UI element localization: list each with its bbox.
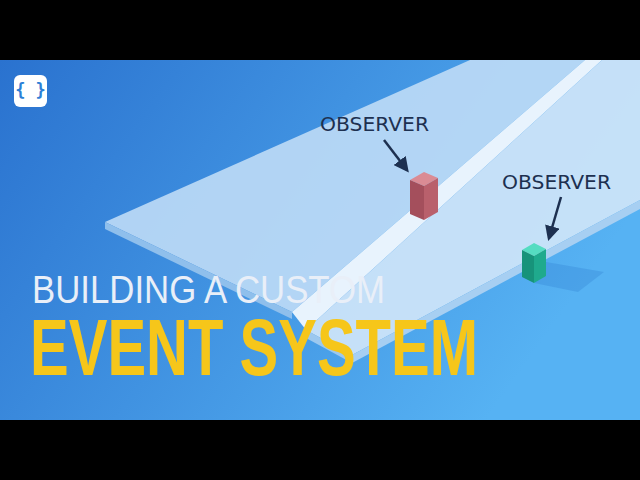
observer-block-side [424,178,438,220]
letterbox-top [0,0,640,60]
headline-emphasis: EVENT SYSTEM [30,308,478,388]
callout-label: OBSERVER [320,114,429,134]
logo-badge [14,75,47,107]
background [0,60,640,420]
logo-text: { } [14,82,47,99]
headline: BUILDING A CUSTOM [32,271,385,309]
leader-arrow [549,197,561,238]
leader-arrow [384,140,407,170]
observer-block-side [410,180,424,220]
observer-block-side [534,249,546,283]
callout-label: OBSERVER [502,172,611,192]
observer-block-side [522,250,534,283]
letterbox-bottom [0,420,640,480]
